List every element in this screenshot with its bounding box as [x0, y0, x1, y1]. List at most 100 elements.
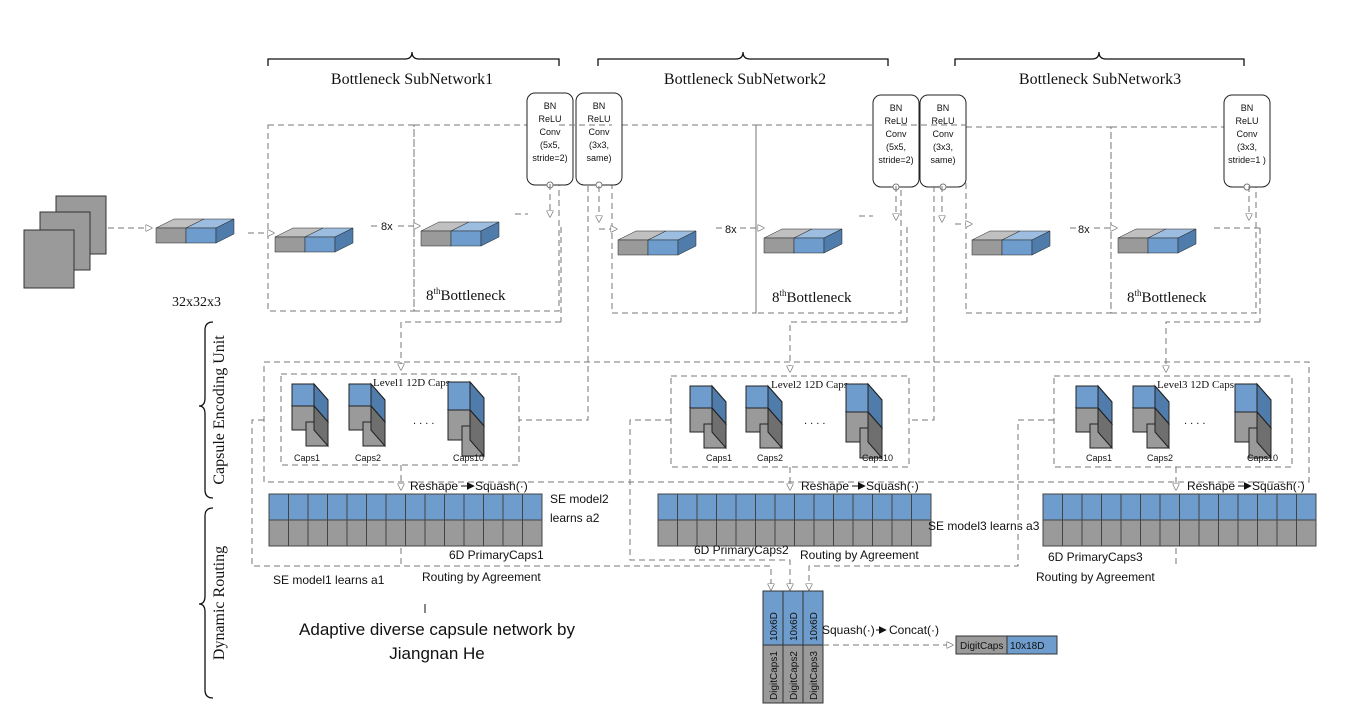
- sn1-block-1: [274, 227, 354, 253]
- digit-caps-2-dims: 10x6D: [789, 612, 800, 641]
- capsule-column-6: [844, 382, 884, 460]
- bn-box-3-line-1: BN: [890, 103, 903, 113]
- squash-label-3: Squash(·): [1252, 479, 1305, 493]
- level-2-caps2-label: Caps2: [757, 453, 783, 463]
- level-2-caps1-label: Caps1: [706, 453, 732, 463]
- bn-box-3-line-2: ReLU: [884, 116, 907, 126]
- side-label-capsule-encoding: Capsule Encoding Unit: [198, 321, 228, 499]
- side-label-dynamic-routing: Dynamic Routing: [198, 507, 228, 699]
- reshape-label-3: Reshape: [1187, 479, 1235, 493]
- svg-text:Capsule Encoding Unit: Capsule Encoding Unit: [211, 335, 228, 485]
- last-bottleneck-label-2: 8thBottleneck: [772, 288, 852, 306]
- level-1-caps-box: [280, 373, 520, 466]
- bn-box-3-line-4: (5x5,: [886, 142, 906, 152]
- primary-caps-grid-2: [657, 493, 932, 547]
- bn-box-1-line-1: BN: [544, 101, 557, 111]
- reshape-label-2: Reshape: [801, 479, 849, 493]
- squash-label-1: Squash(·): [475, 479, 528, 493]
- subnetwork-3-title: Bottleneck SubNetwork3: [1019, 71, 1181, 88]
- bn-box-3-line-5: stride=2): [878, 155, 913, 165]
- input-block: [155, 218, 235, 244]
- bn-box-5-line-1: BN: [1241, 103, 1254, 113]
- subnetwork-2-title: Bottleneck SubNetwork2: [664, 71, 826, 88]
- digit-caps-1-label: DigitCaps1: [769, 651, 780, 700]
- subnetwork-1-box-b: [413, 124, 560, 312]
- primary-caps-grid-3: [1042, 493, 1317, 547]
- capsule-column-4: [688, 384, 728, 450]
- bn-box-5-line-4: (3x3,: [1237, 142, 1257, 152]
- svg-text:8thBottleneck: 8thBottleneck: [1127, 288, 1207, 306]
- subnetwork-1-group: Bottleneck SubNetwork1: [267, 51, 560, 88]
- subnetwork-2-brace: [597, 51, 889, 66]
- caption-line-2: Jiangnan He: [389, 644, 484, 663]
- repeat-label-3: 8x: [1078, 224, 1090, 236]
- level-1-dots: . . . .: [413, 415, 434, 427]
- bn-box-1-line-4: (5x5,: [540, 140, 560, 150]
- digit-caps-2-label: DigitCaps2: [789, 651, 800, 700]
- bn-box-4-line-4: (3x3,: [933, 142, 953, 152]
- capsule-columns: [290, 380, 1273, 460]
- subnetwork-1-box-a: [267, 124, 415, 312]
- subnetwork-2-group: Bottleneck SubNetwork2: [597, 51, 889, 88]
- final-squash-label: Squash(·): [822, 623, 875, 637]
- bn-box-4-line-2: ReLU: [931, 116, 954, 126]
- caps-labels: Caps1 Caps2 Caps10 . . . . Caps1 Caps2 C…: [294, 415, 1278, 463]
- subnetwork-3-box-b: [1110, 126, 1257, 314]
- level-1-caps10-label: Caps10: [453, 453, 484, 463]
- sn2-block-1: [617, 230, 697, 256]
- down-connectors: [401, 186, 1260, 421]
- bn-box-4-line-5: same): [930, 155, 955, 165]
- routing-label-1: Routing by Agreement: [422, 570, 541, 584]
- se-model-3-label: SE model3 learns a3: [928, 519, 1040, 533]
- capsule-column-7: [1074, 384, 1114, 450]
- level-3-title: Level3 12D Caps: [1157, 379, 1234, 391]
- bn-box-5-line-3: Conv: [1236, 129, 1258, 139]
- bn-box-2-line-3: Conv: [588, 127, 610, 137]
- primary-caps-2-label: 6D PrimaryCaps2: [694, 543, 789, 557]
- bn-box-4-line-1: BN: [937, 103, 950, 113]
- svg-text:8thBottleneck: 8thBottleneck: [772, 288, 852, 306]
- primary-caps-3-label: 6D PrimaryCaps3: [1048, 550, 1143, 564]
- concat-label: Concat(·): [889, 623, 939, 637]
- subnetwork-3-brace: [954, 51, 1245, 66]
- bn-box-5-line-2: ReLU: [1235, 116, 1258, 126]
- bottleneck-blocks: [155, 218, 1197, 256]
- subnetwork-2-box-a: [611, 124, 757, 314]
- primary-caps-1-label: 6D PrimaryCaps1: [449, 548, 544, 562]
- level-1-caps2-label: Caps2: [355, 453, 381, 463]
- se-model-2-label-line1: SE model2: [550, 492, 609, 506]
- output-digit-caps-label: DigitCaps: [960, 641, 1003, 652]
- bn-relu-conv-box-5: BN ReLU Conv (3x3, stride=1 ): [1223, 94, 1271, 191]
- squash-concat-group: Squash(·) Concat(·): [822, 623, 953, 645]
- capsule-column-1: [290, 382, 330, 448]
- bn-relu-conv-boxes: BN ReLU Conv (5x5, stride=2) BN ReLU Conv (3x3, s…: [526, 92, 1271, 191]
- bn-box-1-line-2: ReLU: [538, 114, 561, 124]
- bn-box-4-line-3: Conv: [932, 129, 954, 139]
- level-3-dots: . . . .: [1184, 415, 1205, 427]
- svg-text:8thBottleneck: 8thBottleneck: [426, 286, 506, 304]
- level-2-dots: . . . .: [804, 415, 825, 427]
- bn-box-5-line-5: stride=1 ): [1228, 155, 1266, 165]
- routing-label-3: Routing by Agreement: [1036, 570, 1155, 584]
- capsule-encoding-unit-box: [263, 361, 1310, 483]
- squash-label-2: Squash(·): [866, 479, 919, 493]
- sn1-block-8th: [420, 221, 500, 247]
- last-bottleneck-label-3: 8thBottleneck: [1127, 288, 1207, 306]
- level-3-caps10-label: Caps10: [1247, 453, 1278, 463]
- bn-relu-conv-box-4: BN ReLU Conv (3x3, same): [919, 94, 967, 191]
- subnetwork-3-box-a: [965, 126, 1112, 314]
- primary-caps-grid-1: [268, 493, 543, 547]
- last-bottleneck-label-1: 8thBottleneck: [426, 286, 506, 304]
- subnetwork-2-box-b: [755, 124, 902, 314]
- level-2-title: Level2 12D Caps: [771, 379, 848, 391]
- bn-box-2-line-2: ReLU: [587, 114, 610, 124]
- caption-line-1: Adaptive diverse capsule network by: [299, 620, 575, 639]
- routing-label-2: Routing by Agreement: [800, 548, 919, 562]
- bn-box-1-line-5: stride=2): [532, 153, 567, 163]
- repeat-label-2: 8x: [725, 224, 737, 236]
